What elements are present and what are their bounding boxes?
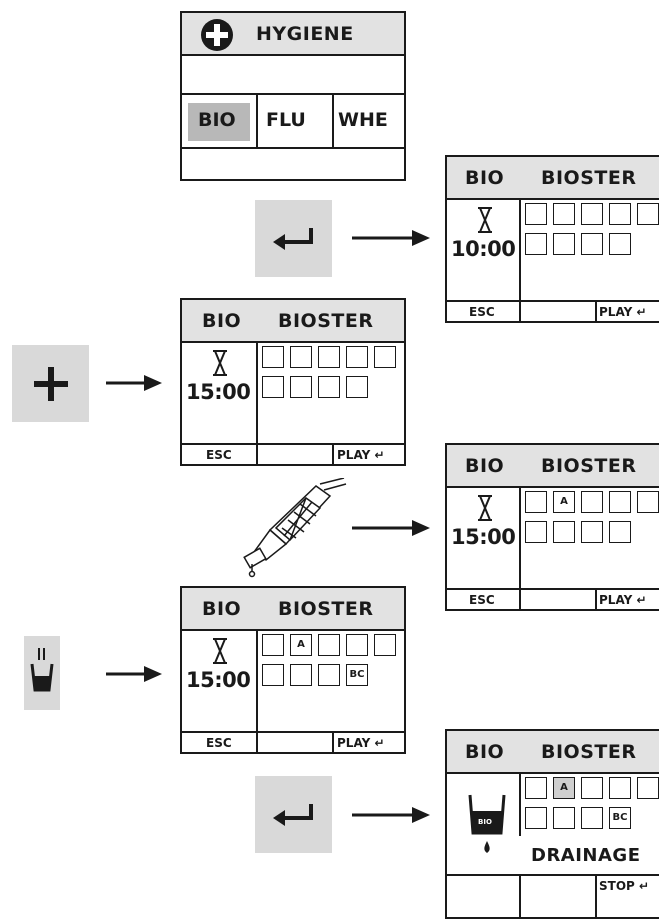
screen-header: BIO BIOSTER: [182, 300, 404, 343]
screen-header: BIO BIOSTER: [182, 588, 404, 631]
menu-option-flu[interactable]: FLU: [256, 93, 332, 149]
tank-icon: BIO: [467, 793, 507, 859]
arrow-right-icon: [352, 807, 430, 823]
cell-a: A: [553, 491, 575, 513]
timer-display: 15:00: [451, 525, 516, 549]
esc-button[interactable]: ESC: [469, 305, 495, 319]
cell-a: A: [290, 634, 312, 656]
plus-icon: [34, 367, 68, 401]
screen-header: BIO BIOSTER: [447, 157, 659, 200]
program-label: BIOSTER: [541, 167, 637, 189]
esc-button[interactable]: ESC: [469, 593, 495, 607]
menu-option-bio[interactable]: BIO: [182, 93, 256, 149]
play-button[interactable]: PLAY ↵: [599, 593, 647, 607]
screen-header: BIO BIOSTER: [447, 731, 659, 774]
program-label: BIOSTER: [541, 455, 637, 477]
timer-display: 10:00: [451, 237, 516, 261]
enter-icon: [273, 228, 313, 250]
screen-header: BIO BIOSTER: [447, 445, 659, 488]
bioster-screen-bc: BIO BIOSTER 15:00 A BC ESC PLAY ↵: [180, 586, 406, 754]
drainage-screen: BIO BIOSTER BIO A BC DRAINAGE STOP ↵: [445, 729, 659, 919]
enter-small-icon: ↵: [636, 593, 647, 607]
hourglass-icon: [213, 350, 227, 376]
mode-label: BIO: [465, 741, 505, 763]
hygiene-title: HYGIENE: [256, 23, 354, 45]
enter-small-icon: ↵: [636, 305, 647, 319]
program-label: BIOSTER: [278, 598, 374, 620]
arrow-right-icon: [106, 375, 162, 391]
hourglass-icon: [213, 638, 227, 664]
enter-small-icon: ↵: [374, 448, 385, 462]
hourglass-icon: [478, 495, 492, 521]
enter-small-icon: ↵: [374, 736, 385, 750]
arrow-right-icon: [352, 520, 430, 536]
arrow-right-icon: [106, 666, 162, 682]
play-button[interactable]: PLAY ↵: [337, 448, 385, 462]
enter-icon: [273, 804, 313, 826]
play-button[interactable]: PLAY ↵: [337, 736, 385, 750]
drainage-label: DRAINAGE: [531, 845, 641, 866]
mode-label: BIO: [202, 310, 242, 332]
mode-label: BIO: [465, 167, 505, 189]
menu-option-whe[interactable]: WHE: [332, 93, 404, 149]
esc-button[interactable]: ESC: [206, 736, 232, 750]
enter-key[interactable]: [255, 200, 332, 277]
hygiene-menu-screen: HYGIENE BIO FLU WHE: [180, 11, 406, 181]
esc-button[interactable]: ESC: [206, 448, 232, 462]
tank-label: BIO: [478, 818, 492, 826]
plus-key[interactable]: [12, 345, 89, 422]
cup-key[interactable]: [24, 636, 60, 710]
cup-icon: [30, 648, 54, 692]
bioster-screen-a: BIO BIOSTER 15:00 A ESC PLAY ↵: [445, 443, 659, 611]
timer-display: 15:00: [186, 668, 251, 692]
play-button[interactable]: PLAY ↵: [599, 305, 647, 319]
enter-small-icon: ↵: [639, 879, 650, 893]
stop-button[interactable]: STOP ↵: [599, 879, 650, 893]
handpiece-icon: [243, 478, 347, 578]
hourglass-icon: [478, 207, 492, 233]
cell-bc: BC: [609, 807, 631, 829]
mode-label: BIO: [202, 598, 242, 620]
mode-label: BIO: [465, 455, 505, 477]
hygiene-header: HYGIENE: [182, 13, 404, 56]
program-label: BIOSTER: [541, 741, 637, 763]
enter-key-2[interactable]: [255, 776, 332, 853]
bioster-screen-10: BIO BIOSTER 10:00 ESC PLAY ↵: [445, 155, 659, 323]
arrow-right-icon: [352, 230, 430, 246]
cell-bc: BC: [346, 664, 368, 686]
cell-a: A: [553, 777, 575, 799]
timer-display: 15:00: [186, 380, 251, 404]
plus-circle-icon: [201, 19, 233, 51]
bioster-screen-15: BIO BIOSTER 15:00 ESC PLAY ↵: [180, 298, 406, 466]
program-label: BIOSTER: [278, 310, 374, 332]
